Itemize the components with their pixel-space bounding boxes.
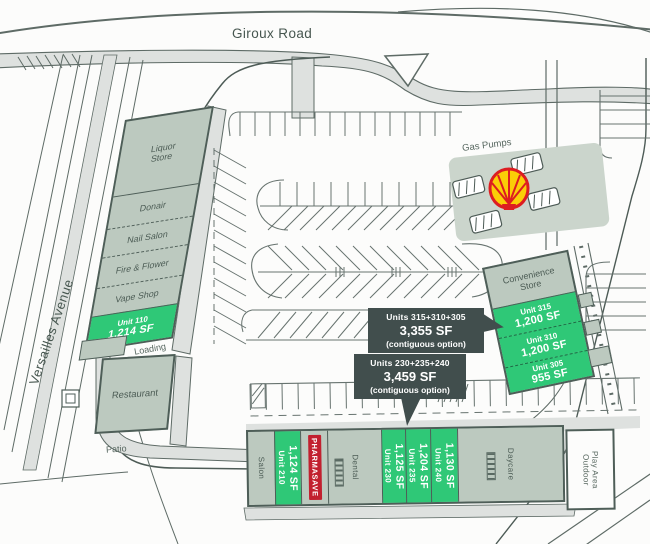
callout-area: 3,355 SF: [399, 323, 453, 338]
planter: [65, 393, 76, 404]
unit-label: Daycare: [506, 447, 516, 481]
unit-salon: Salon: [248, 432, 275, 505]
parking-stalls: [279, 182, 451, 206]
unit-label: Vape Shop: [114, 287, 160, 305]
unit-240[interactable]: Unit 240 1,130 SF: [429, 428, 459, 503]
callout-title: Units 230+235+240: [370, 358, 450, 368]
unit-label: Unit 210: [276, 450, 287, 486]
planter: [61, 389, 80, 408]
unit-label: Dental: [350, 453, 360, 480]
parking-stalls: [267, 245, 480, 271]
unit-area: 1,125 SF: [392, 443, 406, 490]
crosswalk-hatch: [17, 53, 81, 71]
parking-curb: [251, 243, 503, 299]
unit-235[interactable]: Unit 235 1,204 SF: [405, 429, 431, 503]
road-edge: [0, 10, 650, 35]
callout-units-315-310-305[interactable]: Units 315+310+305 3,355 SF (contiguous o…: [368, 308, 484, 353]
outdoor-play-area-label: Outdoor: [581, 453, 591, 486]
unit-label: Nail Salon: [126, 228, 169, 246]
patio-label: Patio: [105, 443, 127, 455]
callout-title: Units 315+310+305: [386, 312, 466, 322]
callout-units-230-235-240[interactable]: Units 230+235+240 3,459 SF (contiguous o…: [354, 354, 466, 399]
unit-area: 1,204 SF: [417, 442, 430, 489]
stairs-icon: [334, 458, 344, 487]
avenue-lines: [0, 54, 144, 483]
unit-label: Fire & Flower: [115, 257, 170, 276]
annex: [577, 291, 595, 309]
south-sidewalk: [243, 503, 577, 521]
pharmasave-sign: PHARMASAVE: [307, 434, 322, 500]
avenue-median: [22, 54, 118, 471]
unit-label: Unit 235: [407, 448, 417, 484]
callout-area: 3,459 SF: [383, 369, 437, 384]
unit-pharmasave: PHARMASAVE: [300, 430, 329, 505]
south-building: Salon Unit 210 1,124 SF PHARMASAVE Denta…: [246, 425, 566, 507]
restaurant-building: Restaurant: [94, 353, 176, 435]
unit-label: Liquor Store: [150, 140, 177, 164]
parking-stalls: [213, 149, 247, 345]
parking-stalls: [267, 273, 480, 299]
unit-area: 1,130 SF: [443, 442, 456, 489]
unit-label: Salon: [256, 456, 267, 480]
road-edge: [397, 7, 650, 33]
stairs-icon: [486, 452, 497, 481]
parking-stalls: [586, 273, 646, 331]
callout-note: (contiguous option): [386, 339, 466, 349]
callout-note: (contiguous option): [370, 385, 450, 395]
parking-curb: [228, 111, 462, 137]
giroux-road-label: Giroux Road: [232, 26, 313, 41]
unit-label: Donair: [138, 199, 167, 214]
entrance-drive: [291, 56, 315, 119]
unit-label: Unit 230: [382, 449, 393, 484]
sidewalk: [169, 355, 193, 447]
unit-210[interactable]: Unit 210 1,124 SF: [273, 431, 302, 505]
unit-230[interactable]: Unit 230 1,125 SF: [381, 429, 407, 503]
parking-stalls: [600, 95, 650, 139]
restaurant-label: Restaurant: [111, 387, 159, 401]
traffic-island: [383, 53, 430, 88]
unit-daycare: Daycare: [457, 427, 564, 502]
cart-ticks: [335, 267, 457, 277]
parking-curb: [585, 261, 611, 336]
gas-pump-islands: [452, 152, 561, 234]
conv-lane-ticks: [579, 245, 617, 413]
outdoor-play-area: Outdoor Play Area: [565, 428, 616, 511]
parking-stalls: [239, 112, 451, 136]
parking-stalls: [267, 205, 485, 231]
unit-dental: Dental: [327, 429, 383, 504]
unit-label: Convenience Store: [501, 264, 556, 293]
outdoor-play-area-label: Play Area: [590, 450, 600, 489]
unit-area: 1,124 SF: [286, 444, 300, 491]
shell-logo-icon: [488, 167, 530, 210]
unit-label: Unit 240: [433, 448, 443, 483]
